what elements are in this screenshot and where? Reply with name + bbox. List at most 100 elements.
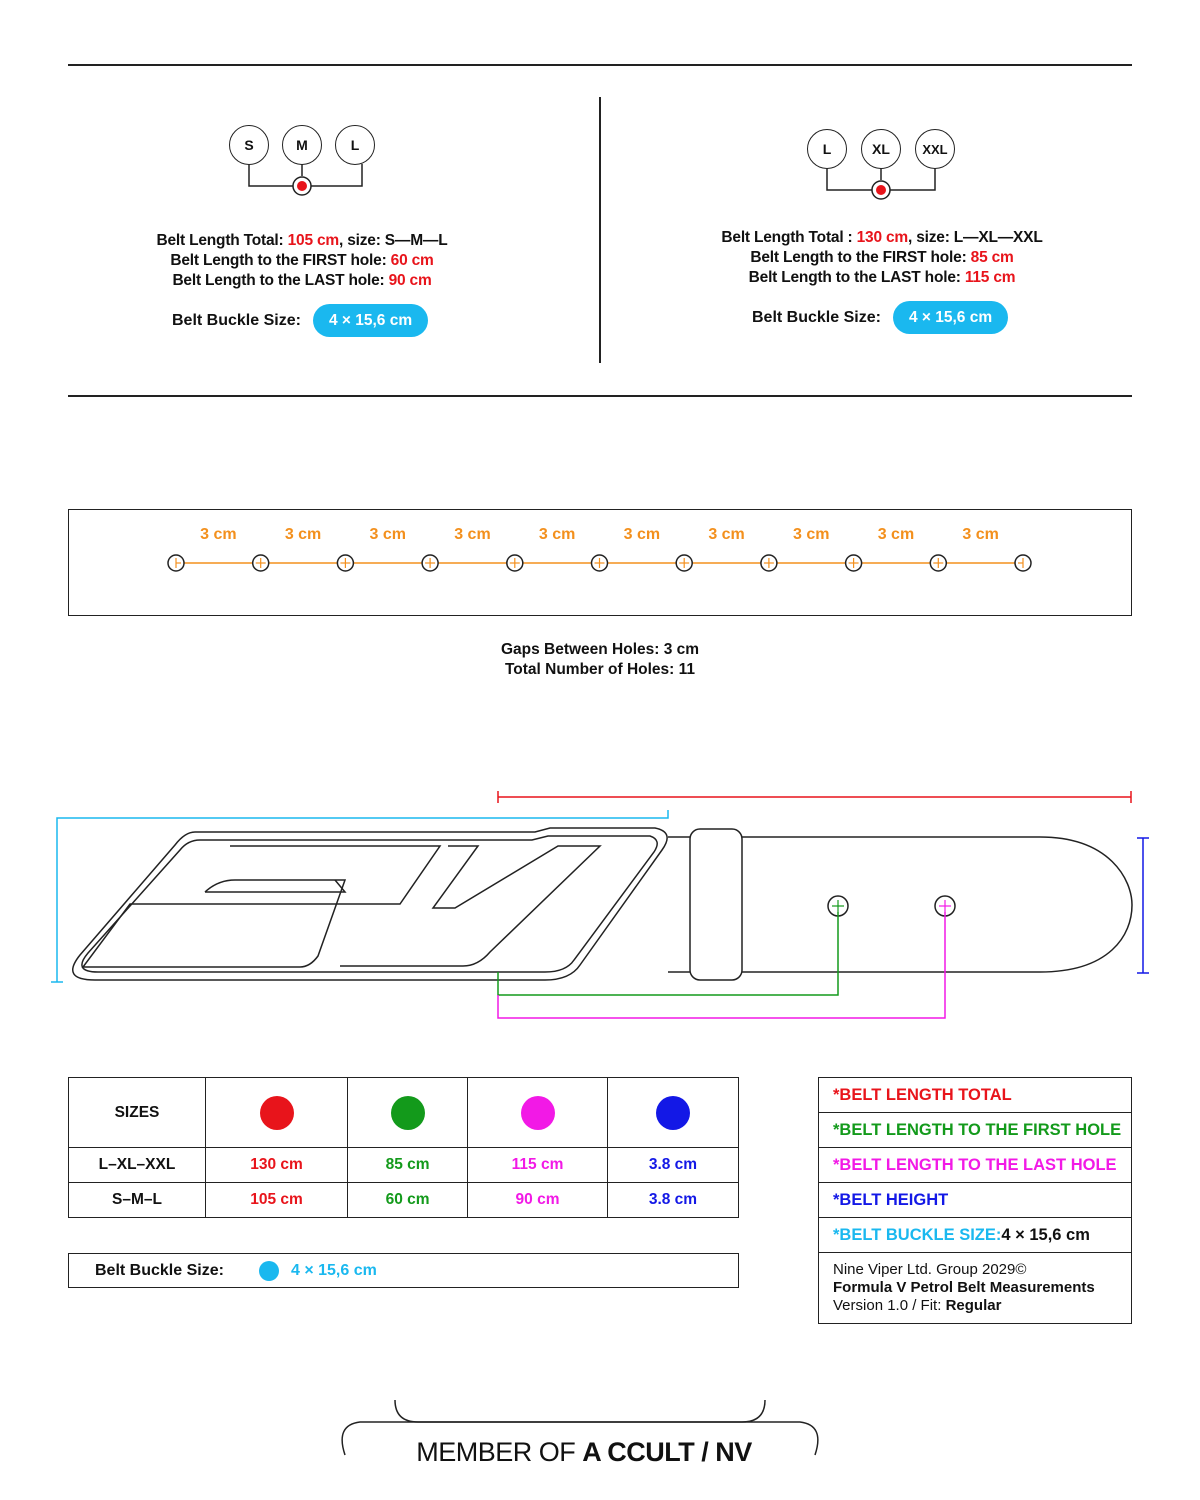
- hole-spacing-box: [68, 509, 1132, 616]
- gap-label: 3 cm: [708, 526, 745, 543]
- belt-strap: [668, 836, 1133, 973]
- size-cell: S–M–L: [68, 1182, 206, 1218]
- right-size-connector: [826, 168, 936, 200]
- right-total-line: Belt Length Total : 130 cm, size: L—XL—X…: [721, 229, 1043, 246]
- size-circle-xl: XL: [861, 129, 901, 169]
- left-total-line: Belt Length Total: 105 cm, size: S—M—L: [156, 232, 448, 249]
- belt-loop: [689, 828, 743, 981]
- height-color-cell: [606, 1077, 740, 1148]
- buckle-size-measure: [51, 810, 669, 983]
- gap-label: 3 cm: [538, 526, 576, 543]
- total-length-measure: [497, 791, 1132, 803]
- right-buckle-pill: 4 × 15,6 cm: [892, 301, 1009, 334]
- legend-first-hole: *BELT LENGTH TO THE FIRST HOLE: [819, 1113, 1131, 1148]
- right-first-hole-line: Belt Length to the FIRST hole: 85 cm: [750, 249, 1014, 266]
- gap-label: 3 cm: [877, 526, 915, 543]
- height-cell: 3.8 cm: [606, 1182, 740, 1218]
- buckle-size-label: Belt Buckle Size:: [95, 1261, 224, 1279]
- size-circle-l-right: L: [807, 129, 847, 169]
- left-last-hole-line: Belt Length to the LAST hole: 90 cm: [172, 272, 432, 289]
- hole-marker: [844, 554, 863, 572]
- legend-box: *BELT LENGTH TOTAL *BELT LENGTH TO THE F…: [818, 1077, 1132, 1324]
- right-last-hole-line: Belt Length to the LAST hole: 115 cm: [748, 269, 1016, 286]
- right-last-hole-value: 115 cm: [964, 269, 1016, 286]
- holes-summary: Gaps Between Holes: 3 cm Total Number of…: [0, 640, 1200, 680]
- hole-marker: [506, 554, 524, 572]
- member-tagline: MEMBER OF A CCULT / NV: [416, 1437, 752, 1467]
- size-circle-xxl: XXL: [915, 129, 955, 169]
- hole-marker: [929, 554, 948, 572]
- last-hole-measure: [497, 912, 946, 1019]
- belt-diagram: [51, 791, 1149, 1019]
- hole-marker: [590, 554, 609, 572]
- gap-label: 3 cm: [962, 526, 999, 543]
- hole-marker: [336, 554, 355, 572]
- first-hole-color-dot: [390, 1095, 425, 1130]
- left-first-hole-value: 60 cm: [390, 252, 434, 269]
- last-color-cell: [467, 1077, 608, 1148]
- gap-label: 3 cm: [369, 526, 406, 543]
- left-buckle-label: Belt Buckle Size:: [172, 311, 301, 329]
- legend-buckle-label: *BELT BUCKLE SIZE:: [833, 1225, 1002, 1244]
- first-color-cell: [347, 1077, 469, 1148]
- sizes-table: SIZES L–XL–XXL 130 cm 85 cm 115 cm 3.8 c…: [68, 1077, 740, 1218]
- first-hole-cell: 60 cm: [347, 1182, 469, 1218]
- size-circle-s: S: [229, 125, 269, 165]
- gap-label: 3 cm: [793, 526, 830, 543]
- gap-label: 3 cm: [454, 526, 491, 543]
- hole-marker: [167, 554, 185, 572]
- sizes-header: SIZES: [68, 1077, 206, 1148]
- hole-marker: [421, 554, 439, 572]
- right-first-hole-value: 85 cm: [970, 249, 1014, 266]
- fit-value: Regular: [945, 1297, 1002, 1314]
- version-line: Version 1.0 / Fit: Regular: [833, 1297, 1002, 1314]
- hole-marker: [251, 554, 270, 572]
- total-color-dot: [259, 1095, 294, 1130]
- left-buckle-row: Belt Buckle Size: 4 × 15,6 cm: [172, 304, 429, 337]
- panel-divider: [599, 97, 601, 363]
- left-buckle-pill: 4 × 15,6 cm: [312, 304, 429, 337]
- top-divider: [68, 64, 1132, 66]
- footer-brace: [341, 1399, 819, 1456]
- total-cell: 130 cm: [204, 1147, 349, 1183]
- company-line: Nine Viper Ltd. Group 2029©: [833, 1261, 1027, 1278]
- total-color-cell: [204, 1077, 349, 1148]
- gaps-summary: Gaps Between Holes: 3 cm: [500, 641, 700, 658]
- legend-footer: Nine Viper Ltd. Group 2029© Formula V Pe…: [819, 1253, 1131, 1323]
- last-hole-cell: 115 cm: [467, 1147, 608, 1183]
- right-total-value: 130 cm: [856, 229, 909, 246]
- legend-buckle-value: 4 × 15,6 cm: [1001, 1225, 1090, 1244]
- product-line: Formula V Petrol Belt Measurements: [833, 1279, 1095, 1296]
- hole-marker: [1014, 554, 1032, 572]
- left-belt-info: Belt Length Total: 105 cm, size: S—M—L B…: [100, 231, 504, 291]
- size-cell: L–XL–XXL: [68, 1147, 206, 1183]
- belt-last-hole: [934, 895, 956, 917]
- left-first-hole-line: Belt Length to the FIRST hole: 60 cm: [170, 252, 434, 269]
- left-last-hole-value: 90 cm: [388, 272, 432, 289]
- table-row: L–XL–XXL 130 cm 85 cm 115 cm 3.8 cm: [68, 1147, 740, 1183]
- brand-name: A CCULT / NV: [582, 1437, 752, 1467]
- left-size-connector: [248, 164, 363, 196]
- size-circle-l: L: [335, 125, 375, 165]
- first-hole-measure: [497, 912, 839, 996]
- total-cell: 105 cm: [204, 1182, 349, 1218]
- height-color-dot: [655, 1095, 690, 1130]
- legend-height: *BELT HEIGHT: [819, 1183, 1131, 1218]
- right-belt-info: Belt Length Total : 130 cm, size: L—XL—X…: [660, 228, 1104, 288]
- gap-label: 3 cm: [623, 526, 661, 543]
- table-header-row: SIZES: [68, 1077, 740, 1148]
- table-row: S–M–L 105 cm 60 cm 90 cm 3.8 cm: [68, 1182, 740, 1218]
- legend-last-hole: *BELT LENGTH TO THE LAST HOLE: [819, 1148, 1131, 1183]
- buckle-color-dot: [259, 1260, 279, 1281]
- legend-total: *BELT LENGTH TOTAL: [819, 1078, 1131, 1113]
- legend-buckle: *BELT BUCKLE SIZE: 4 × 15,6 cm: [819, 1218, 1131, 1253]
- right-buckle-label: Belt Buckle Size:: [752, 308, 881, 326]
- section-divider: [68, 395, 1132, 397]
- height-cell: 3.8 cm: [606, 1147, 740, 1183]
- first-hole-cell: 85 cm: [347, 1147, 469, 1183]
- gap-label: 3 cm: [200, 526, 237, 543]
- size-circle-m: M: [282, 125, 322, 165]
- belt-height-measure: [1137, 837, 1149, 974]
- right-buckle-row: Belt Buckle Size: 4 × 15,6 cm: [752, 301, 1009, 334]
- hole-spacing-diagram: [167, 554, 1032, 572]
